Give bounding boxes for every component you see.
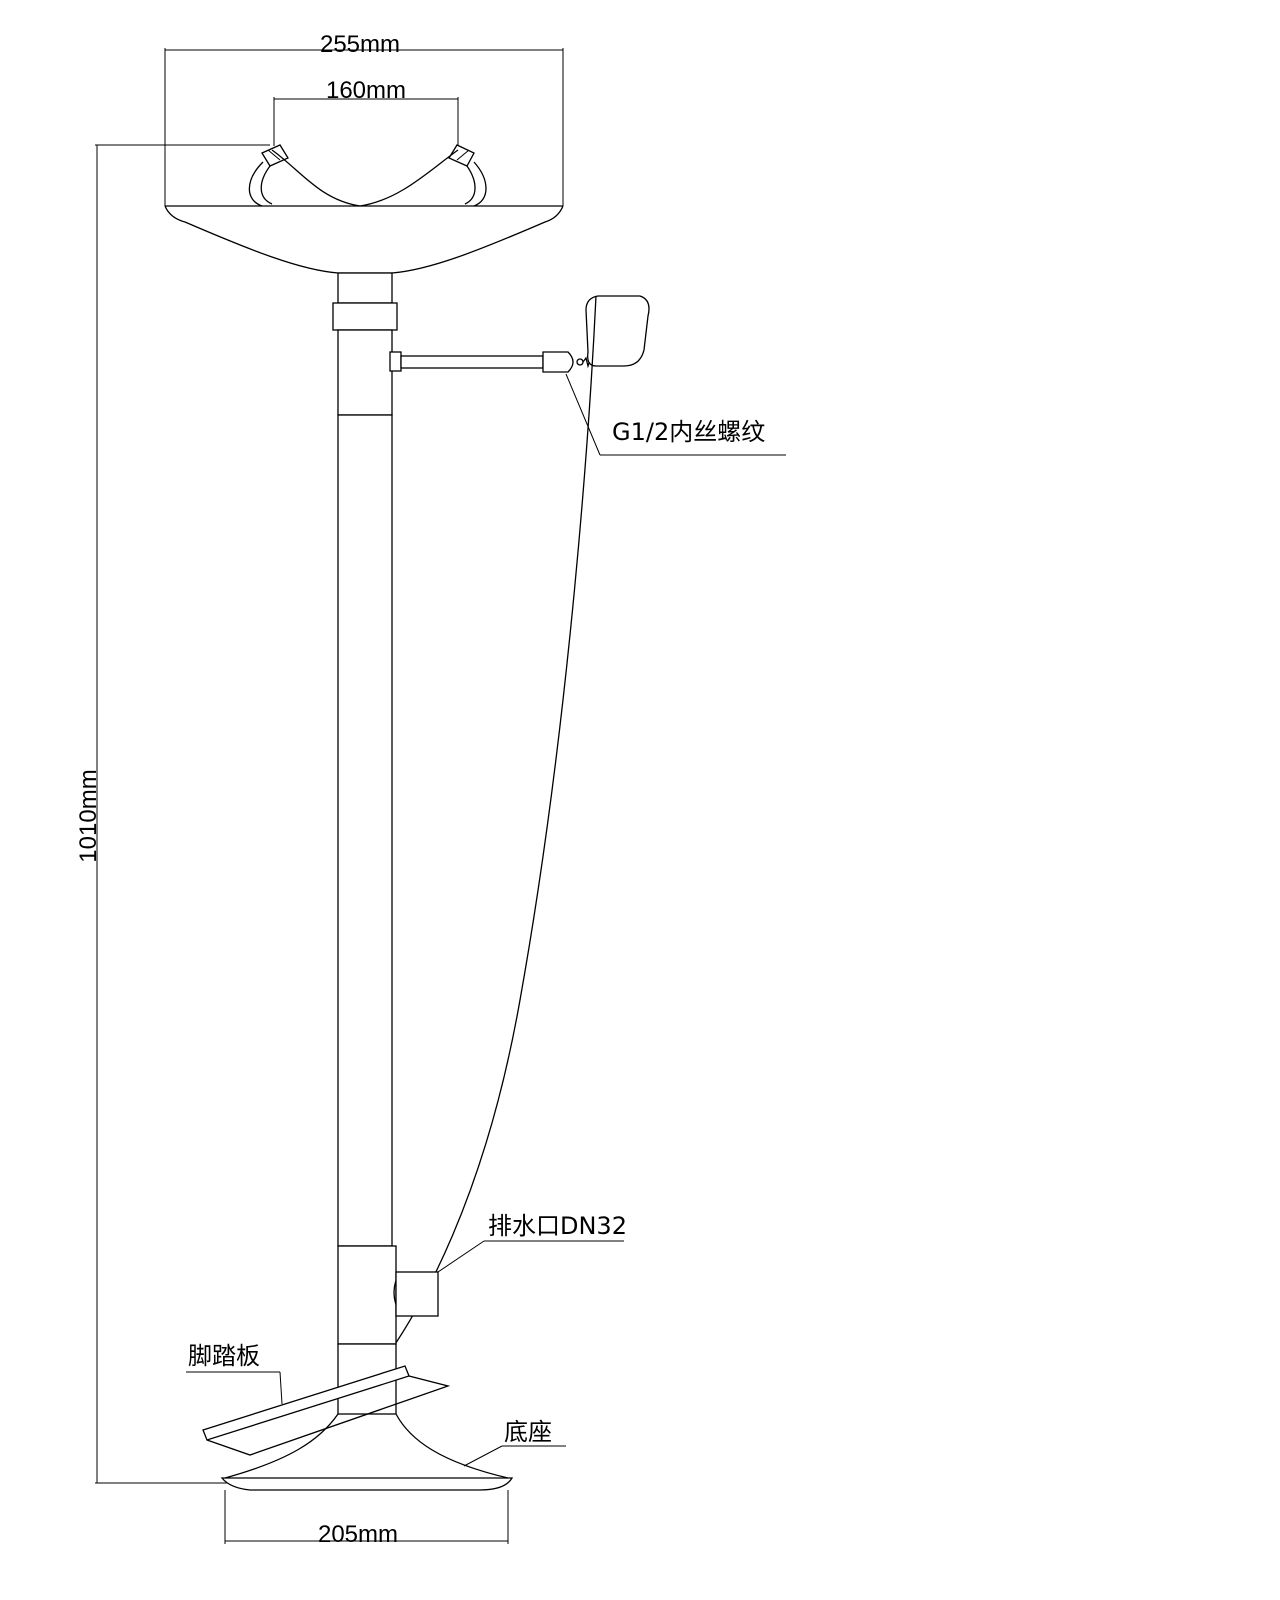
- label-drain-outlet: 排水口DN32: [488, 1212, 627, 1240]
- eyewash-bowl: [164, 144, 564, 274]
- callout-base: 底座: [463, 1418, 566, 1467]
- dimension-bowl-inner: 160mm: [273, 77, 459, 146]
- push-handle-arm: [400, 295, 650, 373]
- dimension-label-205: 205mm: [318, 1521, 398, 1548]
- label-foot-pedal: 脚踏板: [188, 1342, 260, 1370]
- dimension-label-160: 160mm: [326, 77, 406, 104]
- callout-foot-pedal: 脚踏板: [186, 1342, 283, 1405]
- drain-fitting: 排水口DN32: [337, 1212, 627, 1345]
- label-base: 底座: [504, 1418, 552, 1446]
- main-column: [332, 272, 402, 1247]
- base-assembly: [202, 1343, 514, 1491]
- dimension-bowl-outer: 255mm: [164, 31, 564, 206]
- dimension-total-height: 1010mm: [75, 144, 270, 1484]
- dimension-label-255: 255mm: [320, 31, 400, 58]
- label-inlet-thread: G1/2内丝螺纹: [612, 418, 765, 446]
- callout-inlet-thread: G1/2内丝螺纹: [565, 373, 786, 456]
- dimension-base-width: 205mm: [224, 1490, 509, 1548]
- dimension-label-1010: 1010mm: [75, 769, 102, 862]
